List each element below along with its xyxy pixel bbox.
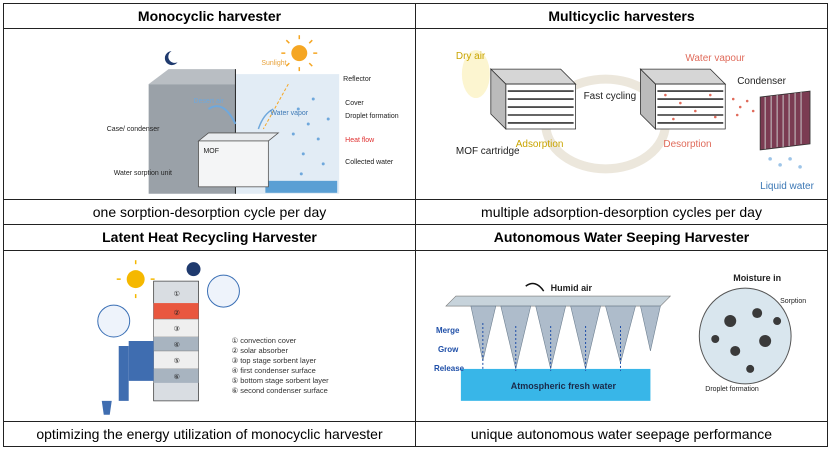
latent-heat-illustration: ① ② ③ ④ ⑤ ⑥ ① convection cover ② solar absor…: [97, 259, 329, 415]
svg-text:⑤: ⑤: [174, 357, 180, 365]
label-dry-air: Dry air: [456, 51, 486, 62]
label-fresh-water: Atmospheric fresh water: [511, 381, 617, 391]
label-condenser: Condenser: [737, 76, 786, 87]
panel-title-autonomous: Autonomous Water Seeping Harvester: [415, 224, 828, 251]
label-humid-air: Humid air: [551, 283, 593, 293]
sorbent-lattice-left: [97, 304, 131, 338]
stacked-device: [118, 280, 199, 401]
legend-item: ⑤ bottom stage sorbent layer: [231, 376, 329, 385]
label-grow: Grow: [438, 345, 459, 354]
sorbent-particle: [698, 287, 792, 385]
droplets: [291, 97, 330, 176]
caption-multicyclic: multiple adsorption-desorption cycles pe…: [415, 199, 828, 226]
label-droplet-formation: Droplet formation: [705, 386, 759, 393]
label-sorption: Sorption: [780, 298, 806, 305]
legend-item: ⑥ second condenser surface: [231, 386, 327, 395]
label-sorption-unit: Water sorption unit: [114, 170, 172, 177]
label-mof-cartridge: MOF cartridge: [456, 146, 520, 157]
svg-text:⑥: ⑥: [174, 373, 180, 381]
label-water-vapour: Water vapour: [685, 53, 745, 64]
label-mof: MOF: [204, 148, 219, 155]
moon-icon: [164, 51, 178, 66]
label-collected-water: Collected water: [345, 159, 394, 166]
label-liquid-water: Liquid water: [760, 181, 814, 192]
svg-text:①: ①: [174, 290, 180, 298]
label-droplet-formation: Droplet formation: [345, 113, 399, 120]
label-merge: Merge: [436, 326, 460, 335]
sunlight-ray: [262, 84, 289, 130]
legend-item: ① convection cover: [231, 336, 296, 345]
sorbent-lattice-right: [207, 274, 240, 308]
monocyclic-illustration: Sunlight Desert air Reflector Water vapo…: [107, 35, 399, 195]
monocyclic-diagram: Sunlight Desert air Reflector Water vapo…: [3, 28, 416, 201]
label-cover: Cover: [345, 100, 364, 107]
legend-item: ④ first condenser surface: [231, 366, 315, 375]
panel-title-monocyclic: Monocyclic harvester: [3, 2, 416, 30]
mof-cartridge-desorption: [639, 68, 755, 131]
label-moisture-in: Moisture in: [733, 273, 781, 283]
label-desert-air: Desert air: [194, 98, 225, 105]
legend-item: ③ top stage sorbent layer: [231, 356, 316, 365]
label-fast-cycling: Fast cycling: [584, 91, 637, 102]
multicyclic-illustration: Dry air Fast cycling Water vapour Conden…: [456, 50, 815, 192]
sun-icon: [116, 259, 155, 298]
label-reflector: Reflector: [343, 76, 372, 83]
moon-icon: [186, 261, 201, 276]
label-water-vapor: Water vapor: [270, 110, 308, 117]
mof-unit: [198, 140, 269, 188]
cup-icon: [101, 400, 112, 415]
panel-title-multicyclic: Multicyclic harvesters: [415, 2, 828, 30]
mof-cartridge-adsorption: [489, 68, 577, 131]
multicyclic-diagram: Dry air Fast cycling Water vapour Conden…: [415, 28, 828, 201]
autonomous-diagram: Humid air Moisture in Sorption Merge Gro…: [415, 249, 828, 422]
label-heat-flow: Heat flow: [345, 137, 375, 144]
spike-array: [470, 305, 661, 369]
label-release: Release: [434, 364, 465, 373]
collected-water-pool: [265, 181, 338, 194]
autonomous-illustration: Humid air Moisture in Sorption Merge Gro…: [434, 273, 806, 401]
legend-item: ② solar absorber: [231, 346, 288, 355]
legend: ① convection cover ② solar absorber ③ to…: [231, 336, 329, 395]
latent-heat-diagram: ① ② ③ ④ ⑤ ⑥ ① convection cover ② solar absor…: [3, 249, 416, 422]
svg-text:④: ④: [174, 341, 180, 349]
caption-monocyclic: one sorption-desorption cycle per day: [3, 199, 416, 226]
fresh-water-pool: [460, 368, 651, 401]
condenser: [759, 90, 811, 151]
label-adsorption: Adsorption: [516, 139, 564, 150]
water-drops: [768, 157, 802, 169]
panel-title-latent-heat: Latent Heat Recycling Harvester: [3, 224, 416, 251]
harvester-comparison-table: Monocyclic harvester Multicyclic harvest…: [3, 2, 828, 448]
desert-air-arrow: [207, 105, 237, 125]
caption-autonomous: unique autonomous water seepage performa…: [415, 420, 828, 448]
label-sunlight: Sunlight: [261, 60, 286, 67]
label-case-condenser: Case/ condenser: [107, 126, 160, 133]
svg-text:③: ③: [174, 325, 180, 333]
sun-icon: [281, 35, 318, 72]
svg-text:②: ②: [174, 309, 180, 317]
caption-latent-heat: optimizing the energy utilization of mon…: [3, 420, 416, 448]
label-desorption: Desorption: [663, 139, 711, 150]
